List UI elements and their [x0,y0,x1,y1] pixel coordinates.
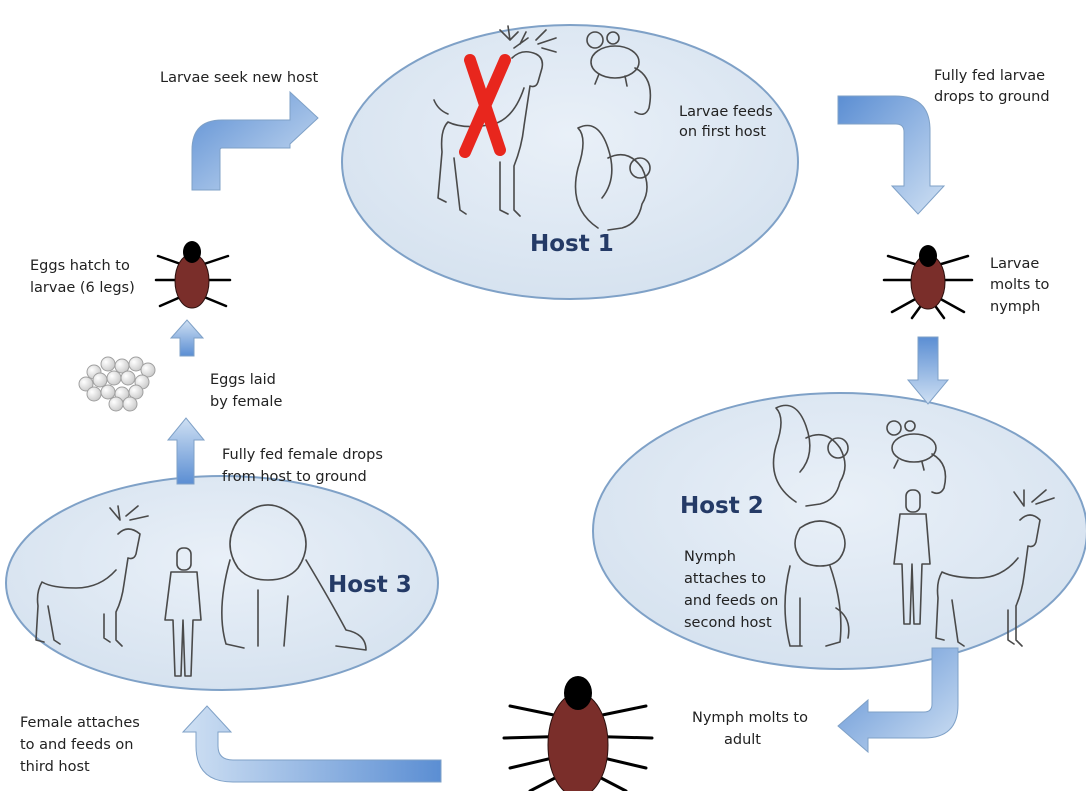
label-larvae-molt: Larvae molts to nymph [990,256,1054,315]
label-eggs-laid: Eggs laid by female [210,372,282,410]
label-larvae-drop: Fully fed larvae drops to ground [934,68,1050,105]
label-nymph-molt: Nymph molts to adult [692,710,813,748]
label-eggs-hatch: Eggs hatch to larvae (6 legs) [30,258,135,296]
arrow-larvae-drop [838,96,944,214]
host3-title: Host 3 [328,572,412,598]
host2-ellipse [593,393,1086,669]
host1-ellipse [342,25,798,299]
arrow-female-attach [183,706,441,782]
arrow-larvae-seek-new-host [192,92,318,190]
label-female-attach: Female attaches to and feeds on third ho… [20,715,144,775]
adult-tick-icon [504,676,652,791]
arrow-female-drop [168,418,204,484]
eggs-icon [79,357,155,411]
larva-tick-icon [156,241,230,308]
label-larvae-seek-new-host: Larvae seek new host [160,70,319,86]
host2-group [593,393,1086,669]
host1-group [342,25,798,299]
host2-title: Host 2 [680,493,764,519]
label-female-drop: Fully fed female drops from host to grou… [222,447,388,485]
nymph-tick-icon [884,245,972,318]
arrow-larvae-molt-down [908,337,948,404]
arrow-eggs-hatch [171,320,203,356]
host1-title: Host 1 [530,231,614,257]
